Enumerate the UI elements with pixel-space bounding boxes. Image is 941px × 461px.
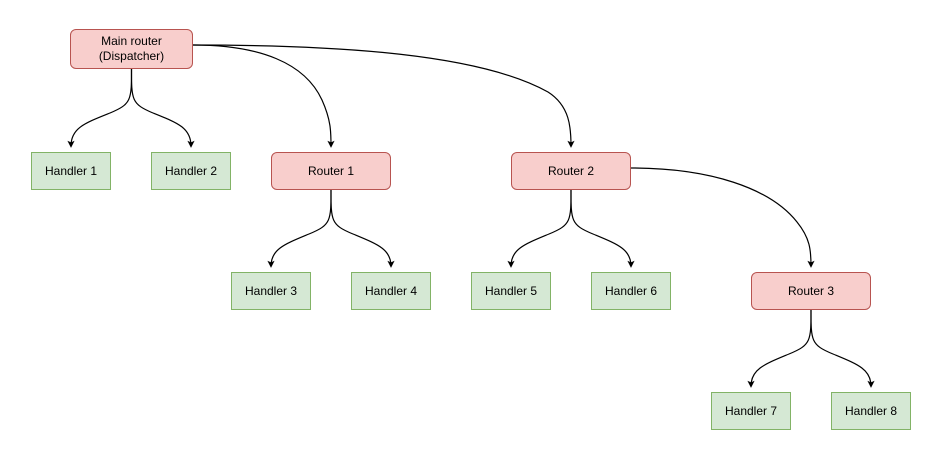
edge-router-2-to-handler-5 <box>507 189 572 268</box>
node-label-main-router: Main router (Dispatcher) <box>98 34 165 63</box>
node-label-handler-7: Handler 7 <box>724 403 778 418</box>
edge-path-group <box>67 44 875 388</box>
node-main-router[interactable]: Main router (Dispatcher) <box>70 29 193 69</box>
edge-router-1-to-handler-4 <box>330 189 395 268</box>
node-handler-3[interactable]: Handler 3 <box>231 272 311 310</box>
node-label-handler-8: Handler 8 <box>844 403 898 418</box>
node-label-router-2: Router 2 <box>547 163 595 178</box>
edge-main-to-router-2 <box>192 44 575 148</box>
edge-router-2-to-handler-6 <box>570 189 635 268</box>
edge-router-3-to-handler-7 <box>747 309 812 388</box>
node-handler-4[interactable]: Handler 4 <box>351 272 431 310</box>
node-handler-6[interactable]: Handler 6 <box>591 272 671 310</box>
node-handler-2[interactable]: Handler 2 <box>151 152 231 190</box>
edge-router-3-to-handler-8 <box>810 309 875 388</box>
node-label-handler-3: Handler 3 <box>244 283 298 298</box>
edge-router-1-to-handler-3 <box>267 189 332 268</box>
node-label-handler-2: Handler 2 <box>164 163 218 178</box>
node-handler-7[interactable]: Handler 7 <box>711 392 791 430</box>
node-label-router-3: Router 3 <box>787 283 835 298</box>
edge-router-2-to-router-3 <box>630 167 815 268</box>
edge-main-to-handler-2 <box>130 68 195 148</box>
node-handler-5[interactable]: Handler 5 <box>471 272 551 310</box>
node-router-2[interactable]: Router 2 <box>511 152 631 190</box>
node-label-handler-1: Handler 1 <box>44 163 98 178</box>
edge-main-to-router-1 <box>192 44 335 148</box>
node-handler-8[interactable]: Handler 8 <box>831 392 911 430</box>
node-handler-1[interactable]: Handler 1 <box>31 152 111 190</box>
node-router-1[interactable]: Router 1 <box>271 152 391 190</box>
node-router-3[interactable]: Router 3 <box>751 272 871 310</box>
node-label-handler-6: Handler 6 <box>604 283 658 298</box>
node-label-handler-4: Handler 4 <box>364 283 418 298</box>
node-label-handler-5: Handler 5 <box>484 283 538 298</box>
node-label-router-1: Router 1 <box>307 163 355 178</box>
edge-main-to-handler-1 <box>67 68 133 148</box>
